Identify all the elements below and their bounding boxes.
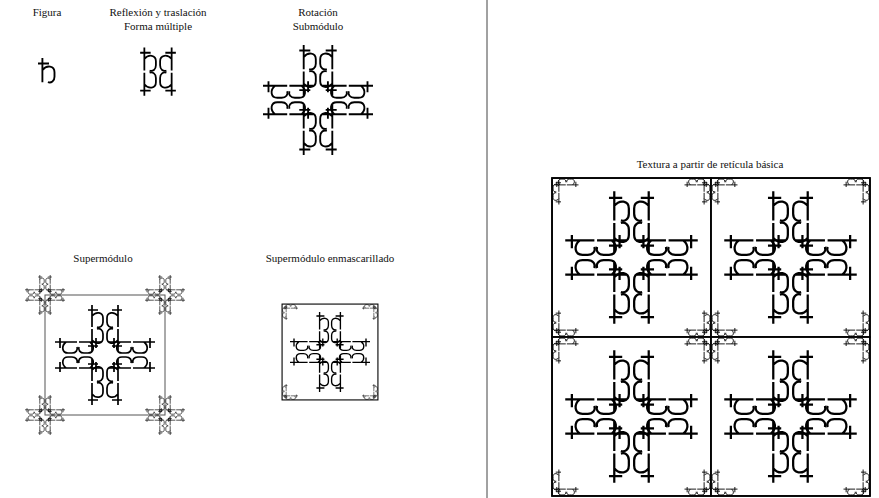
panel-title: Textura a partir de retícula básica — [637, 158, 784, 171]
texture-grid — [526, 152, 879, 498]
masked-supermodule — [266, 288, 394, 416]
step-label: Figura — [33, 6, 62, 19]
multiple-form — [140, 48, 176, 96]
step-label: Rotación — [298, 6, 338, 19]
step-label: Supermódulo enmascarillado — [266, 252, 395, 265]
step-sublabel: Forma múltiple — [124, 20, 192, 33]
step-label: Supermódulo — [73, 252, 132, 265]
figure-glyph — [38, 58, 55, 82]
submodule — [263, 45, 373, 155]
step-sublabel: Submódulo — [293, 20, 344, 33]
divider-line — [487, 0, 488, 498]
step-label: Reflexión y traslación — [109, 6, 206, 19]
supermodule — [25, 275, 185, 435]
